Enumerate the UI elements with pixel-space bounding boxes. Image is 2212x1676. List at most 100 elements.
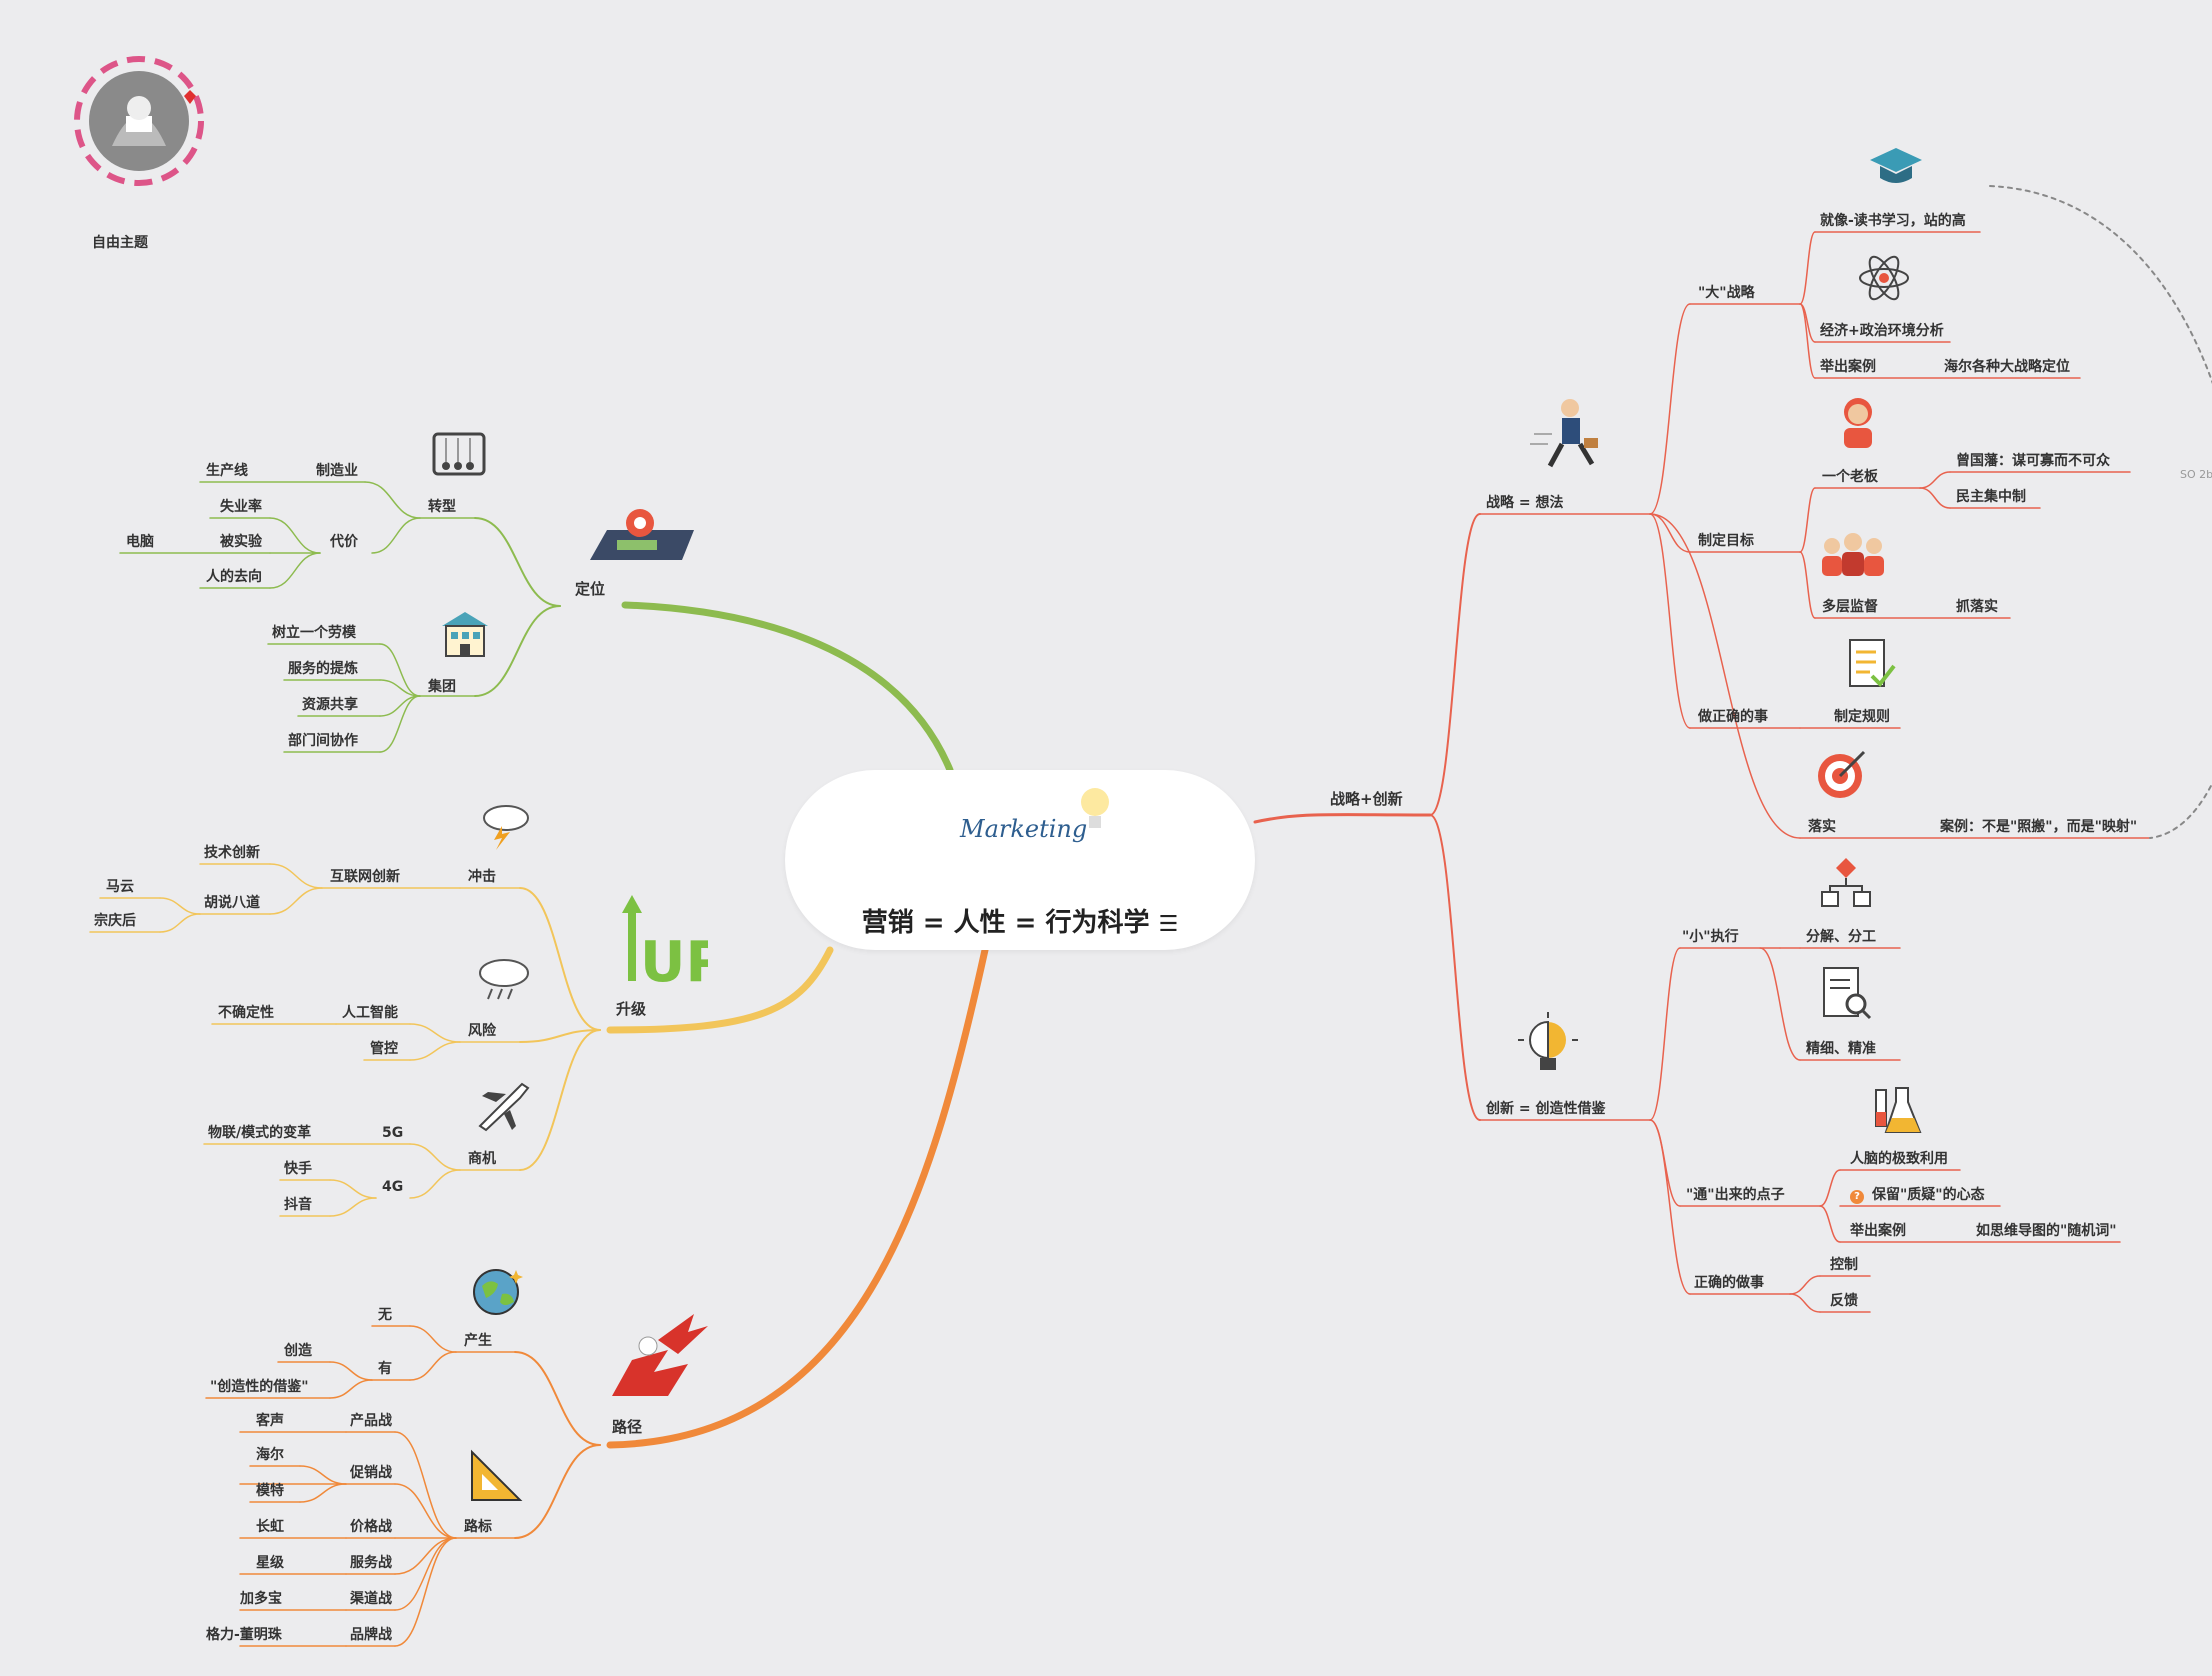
- node-fuwu[interactable]: 服务的提炼: [288, 661, 358, 677]
- node-mote[interactable]: 模特: [256, 1483, 284, 1499]
- node-tongchu[interactable]: "通"出来的点子: [1686, 1187, 1785, 1203]
- airplane-icon: [474, 1080, 534, 1134]
- node-daijia[interactable]: 代价: [330, 534, 358, 550]
- node-cxjj[interactable]: 创新 = 创造性借鉴: [1486, 1101, 1606, 1117]
- central-topic[interactable]: Marketing 营销 = 人性 = 行为科学 ☰: [785, 770, 1255, 950]
- node-chongji[interactable]: 冲击: [468, 869, 496, 885]
- node-jingji[interactable]: 经济+政治环境分析: [1820, 323, 1944, 339]
- node-baoliu[interactable]: ?保留"质疑"的心态: [1850, 1186, 1985, 1204]
- node-haier[interactable]: 海尔: [256, 1447, 284, 1463]
- node-guize[interactable]: 制定规则: [1834, 709, 1890, 725]
- node-jiaduobao[interactable]: 加多宝: [240, 1591, 282, 1607]
- node-zongqinghou[interactable]: 宗庆后: [94, 913, 136, 929]
- r-zlxf: [1429, 513, 1481, 816]
- node-rennao[interactable]: 人脑的极致利用: [1850, 1151, 1948, 1167]
- node-fenjie[interactable]: 分解、分工: [1806, 929, 1876, 945]
- node-zhualuoshi[interactable]: 抓落实: [1956, 599, 1998, 615]
- node-lubiao[interactable]: 路标: [464, 1519, 492, 1535]
- node-shiyelv[interactable]: 失业率: [220, 499, 262, 515]
- node-xingji[interactable]: 星级: [256, 1555, 284, 1571]
- l-shiyelv: [269, 517, 321, 554]
- notes-icon[interactable]: ☰: [1158, 912, 1179, 937]
- node-duoceng[interactable]: 多层监督: [1822, 599, 1878, 615]
- o2: [409, 1325, 457, 1353]
- node-bumen[interactable]: 部门间协作: [288, 733, 358, 749]
- node-chuangzaojj[interactable]: "创造性的借鉴": [210, 1379, 309, 1395]
- node-anli[interactable]: 案例：不是"照搬"，而是"映射": [1940, 819, 2138, 835]
- node-diannao[interactable]: 电脑: [126, 534, 154, 550]
- r3: [1649, 513, 1691, 553]
- node-hulianwang[interactable]: 互联网创新: [330, 869, 400, 885]
- node-geli[interactable]: 格力-董明珠: [206, 1627, 282, 1643]
- r31: [1759, 947, 1801, 1061]
- node-4g[interactable]: 4G: [382, 1179, 404, 1195]
- node-chansheng[interactable]: 产生: [464, 1333, 492, 1349]
- node-fengxian[interactable]: 风险: [468, 1023, 496, 1039]
- node-shangji[interactable]: 商机: [468, 1151, 496, 1167]
- node-dazl[interactable]: "大"战略: [1698, 285, 1755, 301]
- node-fankui[interactable]: 反馈: [1830, 1293, 1858, 1309]
- node-wulian[interactable]: 物联/模式的变革: [208, 1125, 312, 1141]
- node-zlxf[interactable]: 战略 = 想法: [1486, 495, 1564, 511]
- node-kesheng[interactable]: 客声: [256, 1413, 284, 1429]
- node-juchu2[interactable]: 举出案例: [1850, 1223, 1906, 1239]
- o6: [329, 1361, 373, 1381]
- node-zhuanxing[interactable]: 转型: [428, 499, 456, 515]
- node-ziyuan[interactable]: 资源共享: [302, 697, 358, 713]
- branch-shengji[interactable]: 升级: [616, 1000, 647, 1018]
- node-yigelaoban[interactable]: 一个老板: [1822, 469, 1878, 485]
- o-lb4: [394, 1537, 457, 1611]
- node-zengguofan[interactable]: 曾国藩：谋可寡而不可众: [1956, 453, 2110, 469]
- node-5g[interactable]: 5G: [382, 1125, 404, 1141]
- node-zhiding[interactable]: 制定目标: [1698, 533, 1754, 549]
- node-douyin[interactable]: 抖音: [284, 1197, 312, 1213]
- node-jituan[interactable]: 集团: [428, 679, 456, 695]
- branch-lujing[interactable]: 路径: [612, 1418, 643, 1436]
- node-hushuo[interactable]: 胡说八道: [204, 895, 260, 911]
- node-jingji2[interactable]: 精细、精准: [1806, 1041, 1876, 1057]
- node-haierzl[interactable]: 海尔各种大战略定位: [1944, 359, 2070, 375]
- node-buqueding[interactable]: 不确定性: [218, 1005, 274, 1021]
- r41: [1789, 1275, 1821, 1295]
- node-wu[interactable]: 无: [378, 1307, 392, 1323]
- node-rengong[interactable]: 人工智能: [342, 1005, 398, 1021]
- node-zhengquezuo[interactable]: 正确的做事: [1694, 1275, 1764, 1291]
- branch-dingwei[interactable]: 定位: [575, 580, 606, 598]
- node-luoshi[interactable]: 落实: [1808, 819, 1836, 835]
- node-qudao[interactable]: 渠道战: [350, 1591, 392, 1607]
- node-chanpin[interactable]: 产品战: [350, 1413, 392, 1429]
- node-xiaozx[interactable]: "小"执行: [1682, 929, 1739, 945]
- o-lb3: [394, 1537, 457, 1575]
- node-changhong[interactable]: 长虹: [256, 1519, 284, 1535]
- l-bumen: [379, 695, 421, 753]
- node-fuwuz[interactable]: 服务战: [350, 1555, 392, 1571]
- node-minzhu[interactable]: 民主集中制: [1956, 489, 2026, 505]
- node-you[interactable]: 有: [378, 1361, 392, 1377]
- y19: [409, 1169, 461, 1199]
- node-jiage[interactable]: 价格战: [350, 1519, 392, 1535]
- node-jiuxiang[interactable]: 就像-读书学习，站的高: [1820, 213, 1966, 229]
- question-icon: ?: [1850, 1190, 1864, 1204]
- node-chuangzao[interactable]: 创造: [284, 1343, 312, 1359]
- target-icon: [1814, 746, 1870, 802]
- node-kongzhi[interactable]: 控制: [1830, 1257, 1858, 1273]
- node-kuaishou[interactable]: 快手: [284, 1161, 312, 1177]
- node-cuxiao[interactable]: 促销战: [350, 1465, 392, 1481]
- node-juchu1[interactable]: 举出案例: [1820, 359, 1876, 375]
- r7: [1799, 231, 1816, 305]
- free-topic-label[interactable]: 自由主题: [92, 235, 148, 251]
- node-jishu[interactable]: 技术创新: [204, 845, 260, 861]
- node-rendequxiang[interactable]: 人的去向: [206, 569, 262, 585]
- node-guankong[interactable]: 管控: [370, 1041, 398, 1057]
- node-zhizaoye[interactable]: 制造业: [316, 463, 358, 479]
- node-zuozhengque[interactable]: 做正确的事: [1698, 709, 1768, 725]
- node-shengchanxian[interactable]: 生产线: [206, 463, 248, 479]
- branch-zlcx[interactable]: 战略+创新: [1330, 790, 1403, 808]
- node-siwei[interactable]: 如思维导图的"随机词": [1976, 1223, 2117, 1239]
- node-pinpai[interactable]: 品牌战: [350, 1627, 392, 1643]
- central-topic-title: 营销 = 人性 = 行为科学 ☰: [861, 908, 1179, 938]
- node-mayun[interactable]: 马云: [106, 879, 134, 895]
- node-shuli[interactable]: 树立一个劳模: [272, 625, 356, 641]
- y12: [409, 1023, 461, 1043]
- node-beishiyan[interactable]: 被实验: [220, 534, 262, 550]
